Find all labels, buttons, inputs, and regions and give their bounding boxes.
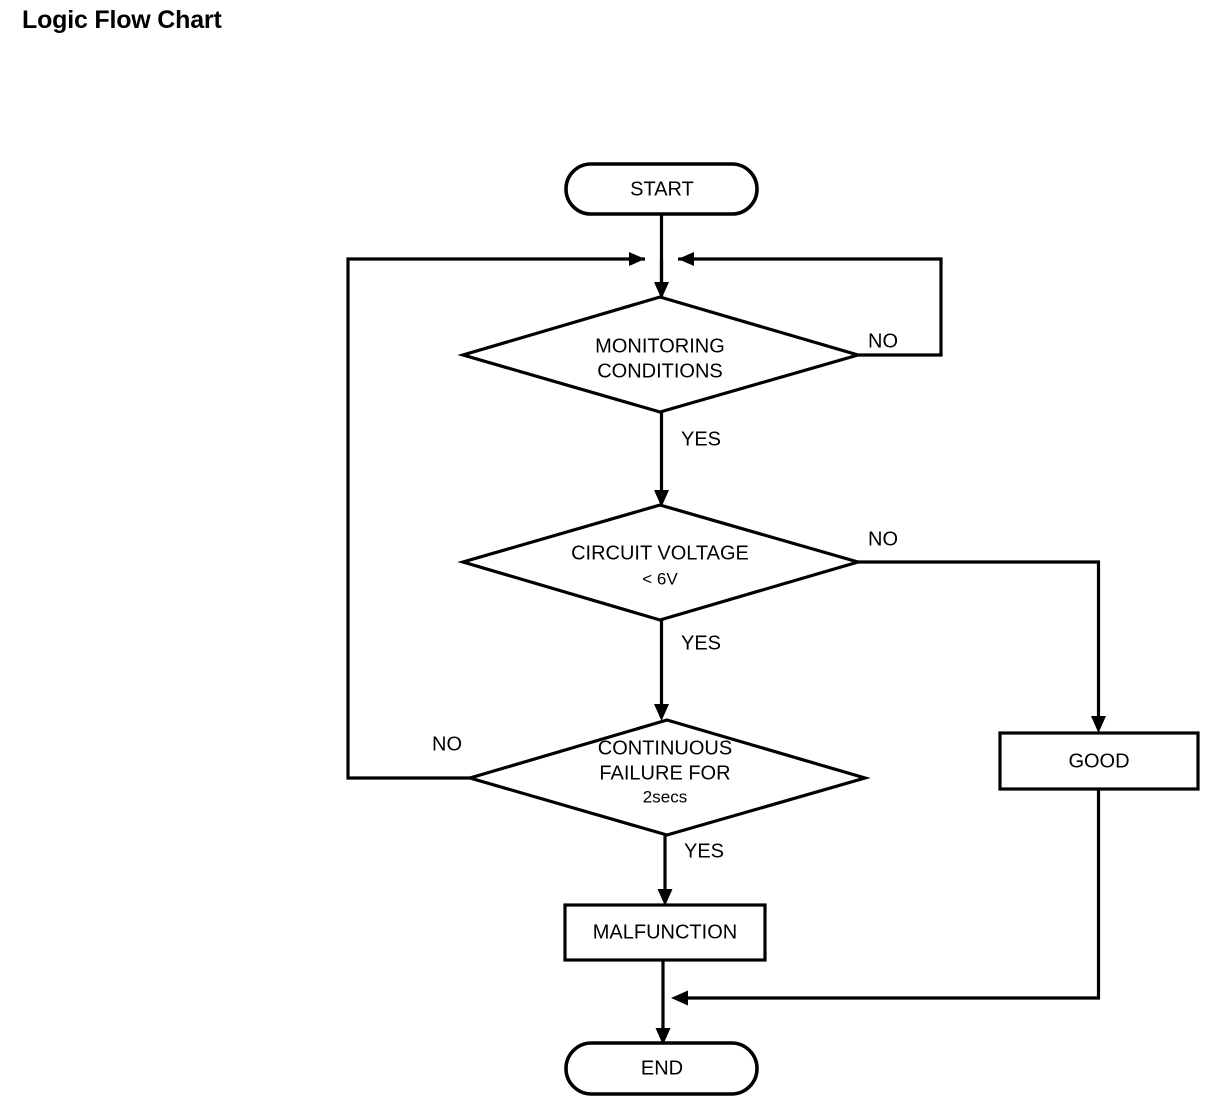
node-malfunction[interactable]: MALFUNCTION bbox=[563, 903, 767, 962]
node-voltage-label-line2: < 6V bbox=[642, 569, 678, 588]
edge-malfunction-to-end bbox=[655, 960, 671, 1045]
node-monitoring-label-line2: CONDITIONS bbox=[597, 360, 723, 382]
arrow-head-continuous-no bbox=[629, 252, 645, 266]
edge-label-voltage-no: NO bbox=[868, 528, 898, 550]
node-start[interactable]: START bbox=[564, 162, 759, 216]
node-monitoring-label-line1: MONITORING bbox=[595, 335, 725, 357]
node-continuous-label-line2: FAILURE FOR bbox=[599, 762, 730, 784]
edge-continuous-no-loopback bbox=[346, 252, 645, 780]
node-monitoring-conditions[interactable]: MONITORING CONDITIONS bbox=[457, 295, 864, 414]
edge-continuous-yes bbox=[657, 835, 673, 906]
edge-voltage-yes bbox=[654, 620, 669, 721]
arrow-head-malfunction-in bbox=[657, 889, 673, 906]
arrow-head-good-in bbox=[1091, 716, 1106, 733]
node-circuit-voltage[interactable]: CIRCUIT VOLTAGE < 6V bbox=[457, 503, 864, 622]
arrow-head-monitoring-no bbox=[678, 252, 694, 266]
edge-label-monitoring-no: NO bbox=[868, 330, 898, 352]
node-continuous-failure[interactable]: CONTINUOUS FAILURE FOR 2secs bbox=[464, 718, 871, 837]
arrow-head-end-in bbox=[655, 1028, 671, 1045]
node-good[interactable]: GOOD bbox=[998, 731, 1200, 791]
edge-label-voltage-yes: YES bbox=[681, 632, 721, 654]
edge-label-continuous-yes: YES bbox=[684, 840, 724, 862]
edge-monitoring-no-loopback bbox=[678, 252, 943, 357]
node-good-label: GOOD bbox=[1068, 750, 1129, 772]
node-continuous-label-line1: CONTINUOUS bbox=[598, 737, 732, 759]
edge-label-continuous-no: NO bbox=[432, 733, 462, 755]
node-start-label: START bbox=[630, 178, 694, 200]
node-end[interactable]: END bbox=[564, 1041, 759, 1096]
edge-monitoring-yes bbox=[654, 412, 669, 507]
node-malfunction-label: MALFUNCTION bbox=[593, 921, 737, 943]
node-voltage-label-line1: CIRCUIT VOLTAGE bbox=[571, 542, 749, 564]
arrow-head-voltage-in bbox=[654, 490, 669, 507]
edge-label-monitoring-yes: YES bbox=[681, 428, 721, 450]
node-continuous-label-line3: 2secs bbox=[643, 787, 687, 806]
arrow-head-monitoring-in bbox=[654, 282, 669, 299]
edge-voltage-no-to-good bbox=[858, 560, 1106, 733]
arrow-head-continuous-in bbox=[654, 704, 669, 721]
edge-junction-to-monitoring bbox=[654, 259, 669, 299]
arrow-head-good-join bbox=[671, 990, 688, 1006]
node-end-label: END bbox=[641, 1057, 683, 1079]
edge-good-to-end bbox=[671, 789, 1101, 1006]
page-title: Logic Flow Chart bbox=[22, 6, 222, 34]
